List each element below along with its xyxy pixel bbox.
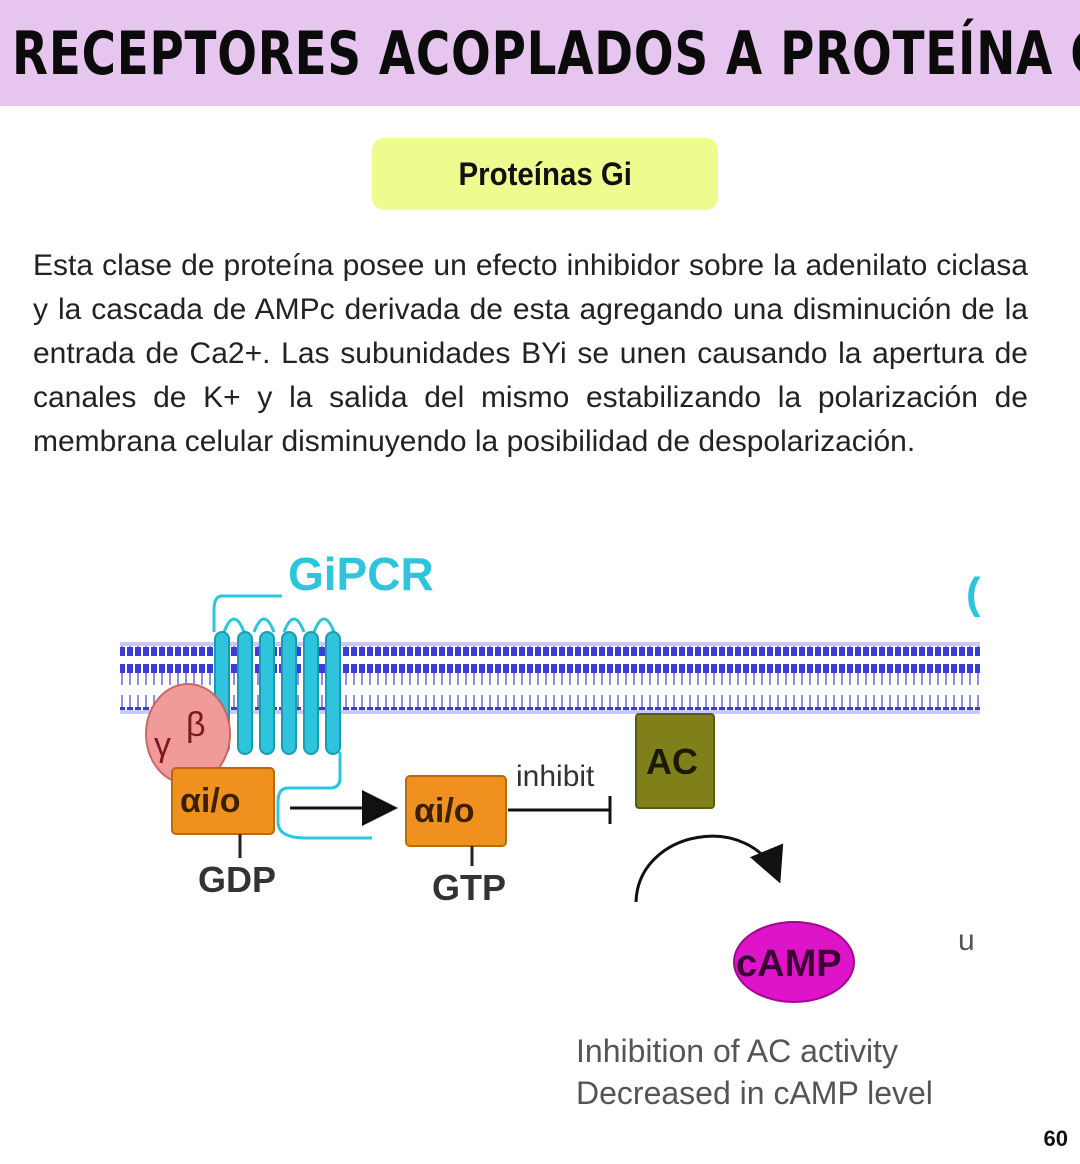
gtp-label: GTP bbox=[432, 867, 506, 908]
camp-label: cAMP bbox=[736, 943, 842, 985]
gamma-label: γ bbox=[154, 726, 171, 764]
receptor-tail bbox=[276, 752, 372, 840]
cut-text-right: u bbox=[958, 924, 975, 957]
result-line-2: Decreased in cAMP level bbox=[576, 1075, 933, 1111]
body-paragraph: Esta clase de proteína posee un efecto i… bbox=[33, 249, 1028, 458]
inhibit-label: inhibit bbox=[516, 760, 595, 793]
receptor-label: GiPCR bbox=[288, 548, 434, 600]
subtitle-box: Proteínas Gi bbox=[372, 138, 718, 210]
conversion-arrow bbox=[634, 834, 784, 903]
alpha-subunit-active bbox=[405, 775, 507, 847]
result-line-1: Inhibition of AC activity bbox=[576, 1033, 898, 1069]
gi-pathway-diagram: GiPCR γ β αi/o GDP αi/o GTP inhibit AC c… bbox=[120, 548, 981, 1111]
alpha-inactive-label: αi/o bbox=[180, 782, 241, 820]
camp-molecule bbox=[733, 921, 855, 1003]
title-band: RECEPTORES ACOPLADOS A PROTEÍNA G bbox=[0, 0, 1080, 106]
gdp-label: GDP bbox=[198, 859, 276, 900]
beta-label: β bbox=[186, 706, 206, 744]
receptor-extracellular-loops bbox=[222, 617, 336, 633]
alpha-active-label: αi/o bbox=[414, 792, 475, 830]
adenylate-cyclase bbox=[635, 713, 715, 809]
cut-text-top: ( bbox=[966, 569, 981, 618]
section-subtitle: Proteínas Gi bbox=[458, 155, 632, 192]
page-number: 60 bbox=[1043, 1126, 1068, 1151]
alpha-subunit-inactive bbox=[171, 767, 275, 835]
ac-label: AC bbox=[646, 741, 698, 782]
page-title: RECEPTORES ACOPLADOS A PROTEÍNA G bbox=[12, 19, 1080, 89]
